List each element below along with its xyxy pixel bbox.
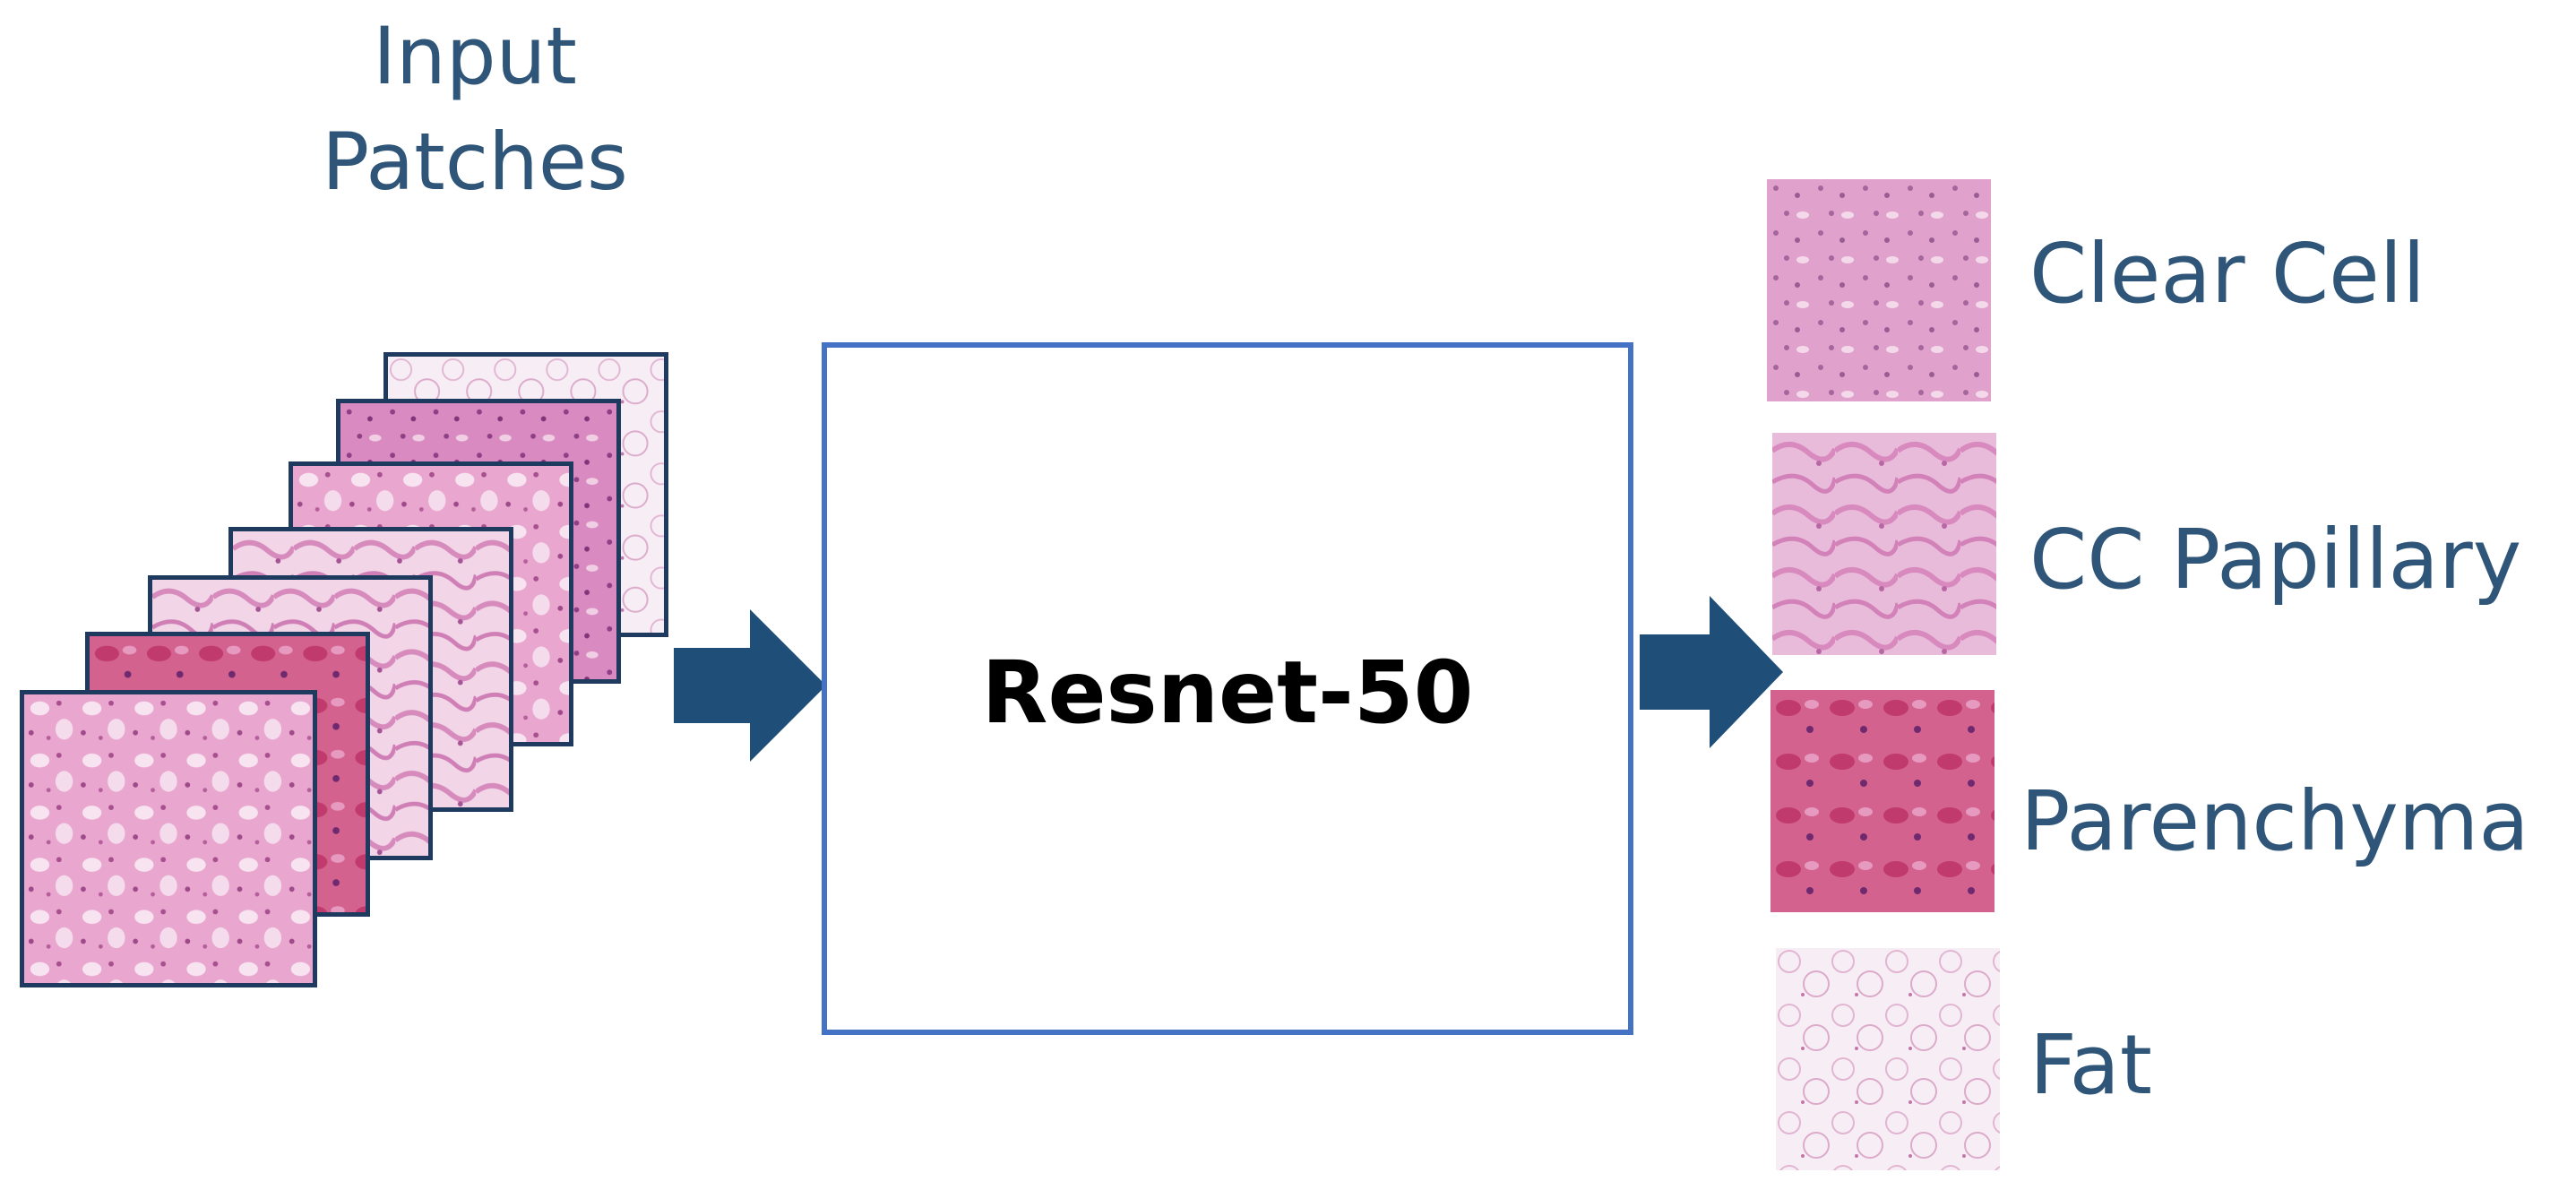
clear-cell-patch	[1767, 179, 1991, 401]
input-patch-1	[20, 690, 317, 987]
input-title-line2: Patches	[322, 116, 628, 208]
input-arrow-icon	[674, 609, 826, 762]
input-patches-title: Input Patches	[296, 4, 654, 215]
input-title-line1: Input	[373, 10, 577, 102]
class-label-clear-cell: Clear Cell	[2029, 226, 2425, 322]
fat-patch	[1776, 948, 2000, 1170]
class-label-parenchyma: Parenchyma	[2020, 773, 2529, 869]
class-label-cc-papillary: CC Papillary	[2029, 512, 2522, 608]
parenchyma-patch	[1770, 690, 1994, 912]
output-arrow-icon	[1640, 596, 1783, 748]
cc-papillary-patch	[1772, 433, 1996, 655]
resnet-model-box: Resnet-50	[822, 342, 1633, 1035]
model-label: Resnet-50	[981, 642, 1474, 743]
class-label-fat: Fat	[2029, 1017, 2152, 1113]
